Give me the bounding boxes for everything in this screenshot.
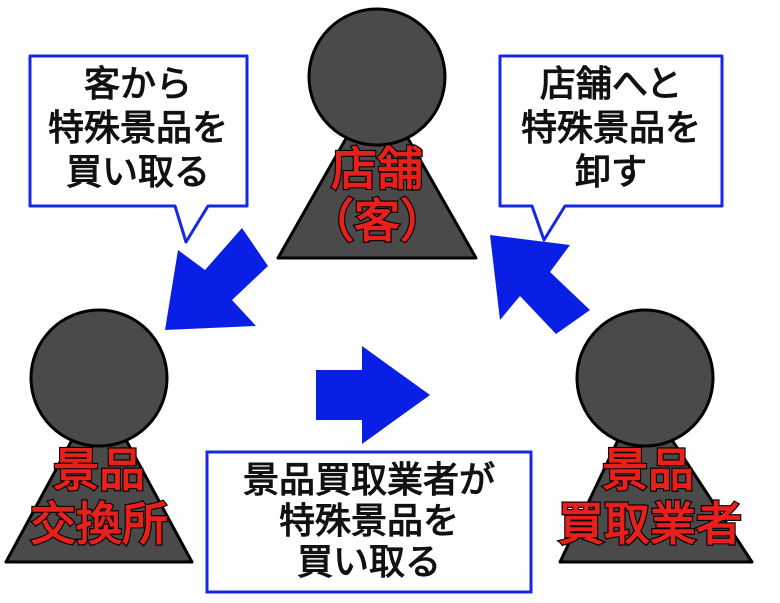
callout-exchange-buys-bubble	[28, 54, 249, 244]
callout-buyer-buys: 景品買取業者が 特殊景品を 買い取る	[205, 450, 533, 594]
actor-store: 店舗 （客）	[276, 7, 478, 260]
actor-exchange-head	[29, 308, 169, 448]
callout-exchange-buys-line3: 買い取る	[66, 152, 210, 193]
callout-buyer-sells: 店舗へと 特殊景品を 卸す	[498, 54, 724, 242]
callout-buyer-buys-box	[205, 450, 533, 594]
callout-buyer-sells-line2: 特殊景品を	[521, 108, 701, 149]
arrow-down-left-icon	[165, 228, 268, 330]
callout-exchange-buys-line2: 特殊景品を	[48, 108, 228, 149]
arrow-up-left-icon	[490, 235, 590, 334]
callout-buyer-buys-line1: 景品買取業者が	[243, 460, 495, 501]
arrow-right-icon	[316, 346, 430, 444]
callout-buyer-buys-line2: 特殊景品を	[279, 501, 459, 542]
actor-buyer-label-line1: 景品	[602, 443, 694, 497]
actor-store-label-line2: （客）	[308, 194, 446, 248]
actor-exchange-label-line2: 交換所	[30, 497, 168, 551]
actor-buyer-label-line2: 買取業者	[558, 497, 742, 551]
callout-exchange-buys: 客から 特殊景品を 買い取る	[28, 54, 249, 244]
callout-buyer-sells-line1: 店舗へと	[540, 64, 682, 105]
callout-buyer-sells-line3: 卸す	[575, 152, 647, 193]
actor-buyer: 景品 買取業者	[557, 308, 754, 564]
actor-exchange-label-line1: 景品	[53, 443, 145, 497]
callout-exchange-buys-line1: 客から	[84, 64, 192, 105]
actor-store-label-line1: 店舗	[331, 142, 423, 196]
actor-buyer-head	[575, 308, 715, 448]
actor-exchange: 景品 交換所	[4, 308, 194, 564]
actor-store-head	[307, 7, 447, 147]
callout-buyer-sells-bubble	[498, 54, 724, 242]
callout-buyer-buys-line3: 買い取る	[297, 542, 441, 583]
